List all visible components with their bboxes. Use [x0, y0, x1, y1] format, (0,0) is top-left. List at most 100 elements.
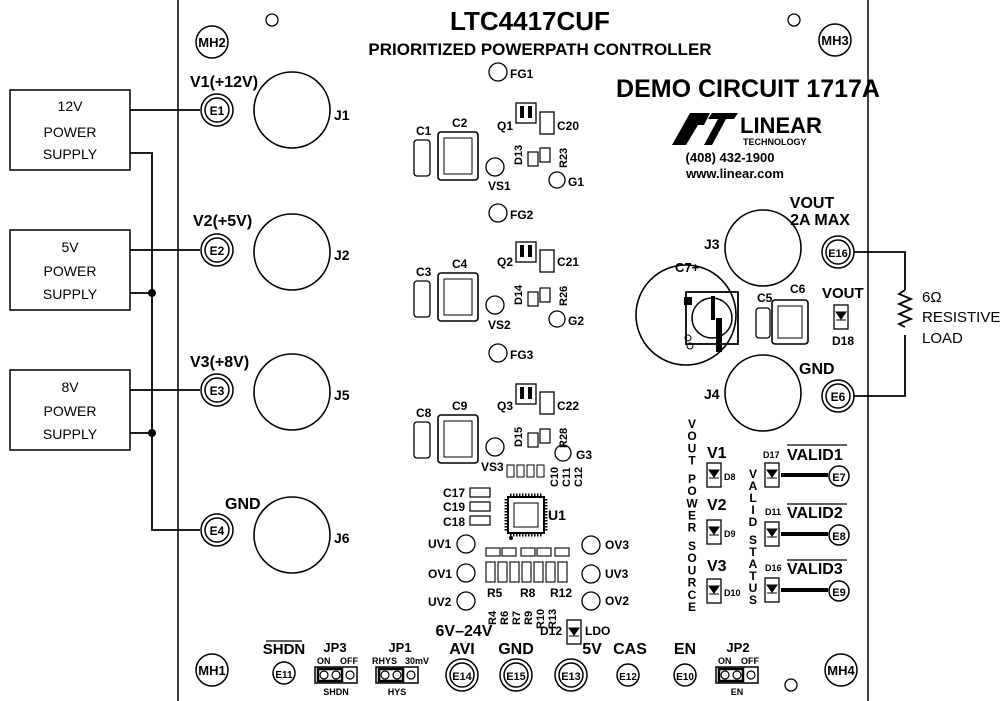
c21-label: C21: [557, 255, 579, 269]
testpoint-uv3: [581, 564, 601, 584]
led-d18: [833, 304, 849, 330]
cap-c3: [413, 280, 431, 318]
jack-j2: J2: [253, 213, 350, 291]
jp2-on-label: ON: [718, 656, 732, 666]
website: www.linear.com: [685, 166, 784, 181]
board-part-title: LTC4417CUF: [450, 6, 610, 36]
input-v3-label: V3(+8V): [190, 354, 249, 371]
c17-label: C17: [443, 486, 465, 500]
d9-label: D9: [724, 529, 736, 539]
c8-label: C8: [416, 406, 432, 420]
supply-box-12v: 12V POWER SUPPLY: [9, 89, 131, 171]
d18-label: D18: [832, 334, 854, 348]
jumper-jp3[interactable]: JP3 ON OFF SHDN: [314, 640, 358, 697]
testpoint-ov3: [581, 535, 601, 555]
terminal-e7-label: E7: [832, 472, 845, 484]
mount-hole-mh3: MH3: [818, 23, 852, 57]
terminal-e1[interactable]: E1: [200, 93, 234, 127]
jack-j1-label: J1: [334, 107, 350, 123]
c9-label: C9: [452, 399, 468, 413]
vout-label: VOUT: [790, 195, 835, 212]
r23-label: R23: [558, 148, 570, 168]
mount-hole-mh4: MH4: [824, 653, 858, 687]
ic-u1-area: C10 C11 C12 C17 C19 C18 U1: [443, 464, 585, 540]
terminal-e14[interactable]: E14: [445, 658, 479, 692]
terminal-e6[interactable]: E6: [821, 379, 855, 413]
jumper-jp2[interactable]: JP2 ON OFF EN: [715, 640, 759, 697]
terminal-e16-label: E16: [828, 248, 848, 260]
terminal-e4[interactable]: E4: [200, 513, 234, 547]
c1-label: C1: [416, 124, 432, 138]
status-v1-label: V1: [707, 445, 727, 462]
status-v3-label: V3: [707, 558, 727, 575]
load-resistor-symbol: [896, 289, 914, 328]
c5-label: C5: [757, 291, 773, 305]
c20-label: C20: [557, 119, 579, 133]
led-d9: [706, 519, 722, 545]
load-line3: LOAD: [922, 330, 963, 347]
supply-8v-line2: POWER: [44, 403, 97, 419]
terminal-e12[interactable]: E12: [616, 663, 640, 687]
q3-label: Q3: [497, 399, 513, 413]
terminal-e10[interactable]: E10: [673, 663, 697, 687]
5v-label: 5V: [582, 641, 602, 658]
tp-ov1-label: OV1: [428, 567, 452, 581]
d17-label: D17: [763, 450, 780, 460]
c11-label: C11: [561, 467, 573, 487]
terminal-e13[interactable]: E13: [554, 658, 588, 692]
testpoint-uv2: [456, 591, 476, 611]
c12-label: C12: [573, 467, 585, 487]
d15-label: D15: [513, 427, 525, 447]
terminal-e10-label: E10: [676, 672, 694, 683]
terminal-e9-label: E9: [832, 587, 845, 599]
terminal-e8[interactable]: E8: [828, 524, 850, 546]
jack-j3-label: J3: [704, 236, 720, 252]
terminal-e2[interactable]: E2: [200, 233, 234, 267]
u1-label: U1: [548, 507, 566, 523]
terminal-e3[interactable]: E3: [200, 373, 234, 407]
testpoint-g3: [554, 444, 572, 462]
valid2-label: VALID2: [787, 505, 843, 522]
led-d16: [764, 577, 780, 603]
cap-c22: [539, 391, 555, 415]
jumper-jp1[interactable]: JP1 RHYS 30mV HYS: [372, 640, 429, 697]
testpoint-uv1: [456, 534, 476, 554]
terminal-e11[interactable]: E11: [272, 661, 296, 685]
terminal-e7[interactable]: E7: [828, 465, 850, 487]
jp1-b-label: 30mV: [405, 656, 429, 666]
linear-logo: LINEAR TECHNOLOGY: [672, 113, 822, 147]
testpoint-fg1: [488, 62, 508, 82]
shdn-label: SHDN: [263, 641, 306, 658]
en-label: EN: [674, 641, 696, 658]
r13-label: R13: [547, 609, 559, 629]
vs2-label: VS2: [488, 318, 511, 332]
terminal-e9[interactable]: E9: [828, 580, 850, 602]
supply-8v-line1: 8V: [61, 379, 79, 395]
mosfet-q2: [515, 241, 537, 263]
terminal-e15[interactable]: E15: [499, 658, 533, 692]
terminal-e16[interactable]: E16: [821, 235, 855, 269]
vout-max-label: 2A MAX: [790, 212, 850, 229]
tp-uv2-label: UV2: [428, 595, 452, 609]
ldo-label: LDO: [585, 624, 610, 638]
mh2-label: MH2: [198, 35, 225, 50]
r4-label: R4: [487, 610, 499, 625]
jack-j2-label: J2: [334, 247, 350, 263]
led-d11: [764, 521, 780, 547]
logo-mark-right: [704, 113, 738, 145]
fg3-label: FG3: [510, 348, 534, 362]
vout-led-label: VOUT: [822, 285, 864, 302]
terminal-e14-label: E14: [452, 671, 472, 683]
input-v2-label: V2(+5V): [193, 213, 252, 230]
vs1-label: VS1: [488, 179, 511, 193]
supply-5v-line3: SUPPLY: [43, 286, 98, 302]
jp3-off-label: OFF: [340, 656, 358, 666]
jp2-label: JP2: [726, 640, 749, 655]
r10-label: R10: [535, 609, 547, 629]
cap-c1: [413, 139, 431, 177]
c3-label: C3: [416, 265, 432, 279]
small-hole: [784, 678, 798, 692]
